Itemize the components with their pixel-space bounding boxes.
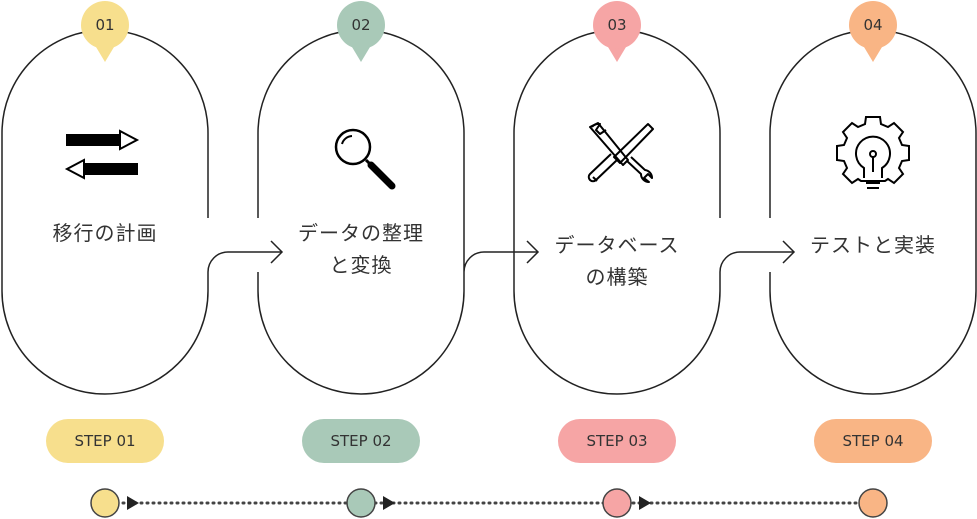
connector-arrow-2 <box>526 240 540 264</box>
step-label-04: STEP 04 <box>814 419 932 463</box>
step-title-03-line-2: の構築 <box>585 265 649 289</box>
step-number-03: 03 <box>607 16 627 34</box>
timeline-arrow-1 <box>127 496 139 510</box>
timeline-node-3 <box>602 488 632 518</box>
step-title-04: テストと実装 <box>783 229 963 261</box>
timeline-arrow-2 <box>383 496 395 510</box>
step-number-02: 02 <box>351 16 371 34</box>
magnifier-icon <box>334 128 396 190</box>
step-number-01: 01 <box>95 16 115 34</box>
step-title-02-line-1: データの整理 <box>298 221 424 245</box>
timeline-node-1 <box>90 488 120 518</box>
pin-02 <box>337 1 385 62</box>
step-label-02: STEP 02 <box>302 419 420 463</box>
step-title-03: データベース の構築 <box>527 229 707 293</box>
pin-04 <box>849 1 897 62</box>
step-label-01: STEP 01 <box>46 419 164 463</box>
timeline-node-4 <box>858 488 888 518</box>
lightbulb-gear-icon <box>836 116 910 189</box>
step-title-02-line-2: と変換 <box>329 253 393 277</box>
timeline-arrow-3 <box>639 496 651 510</box>
timeline-node-2 <box>346 488 376 518</box>
step-title-01: 移行の計画 <box>15 217 195 249</box>
arrows-exchange-icon <box>64 129 140 180</box>
step-title-01-line-1: 移行の計画 <box>52 221 158 245</box>
step-title-04-line-1: テストと実装 <box>810 233 936 257</box>
step-title-02: データの整理 と変換 <box>271 217 451 281</box>
step-number-04: 04 <box>863 16 883 34</box>
pin-01 <box>81 1 129 62</box>
connector-arrow-3 <box>782 240 796 264</box>
timeline <box>90 488 888 518</box>
flow-outline <box>1 29 977 395</box>
tools-icon <box>587 122 654 183</box>
pin-03 <box>593 1 641 62</box>
connector-arrow-1 <box>270 240 284 264</box>
step-title-03-line-1: データベース <box>554 233 680 257</box>
step-label-03: STEP 03 <box>558 419 676 463</box>
